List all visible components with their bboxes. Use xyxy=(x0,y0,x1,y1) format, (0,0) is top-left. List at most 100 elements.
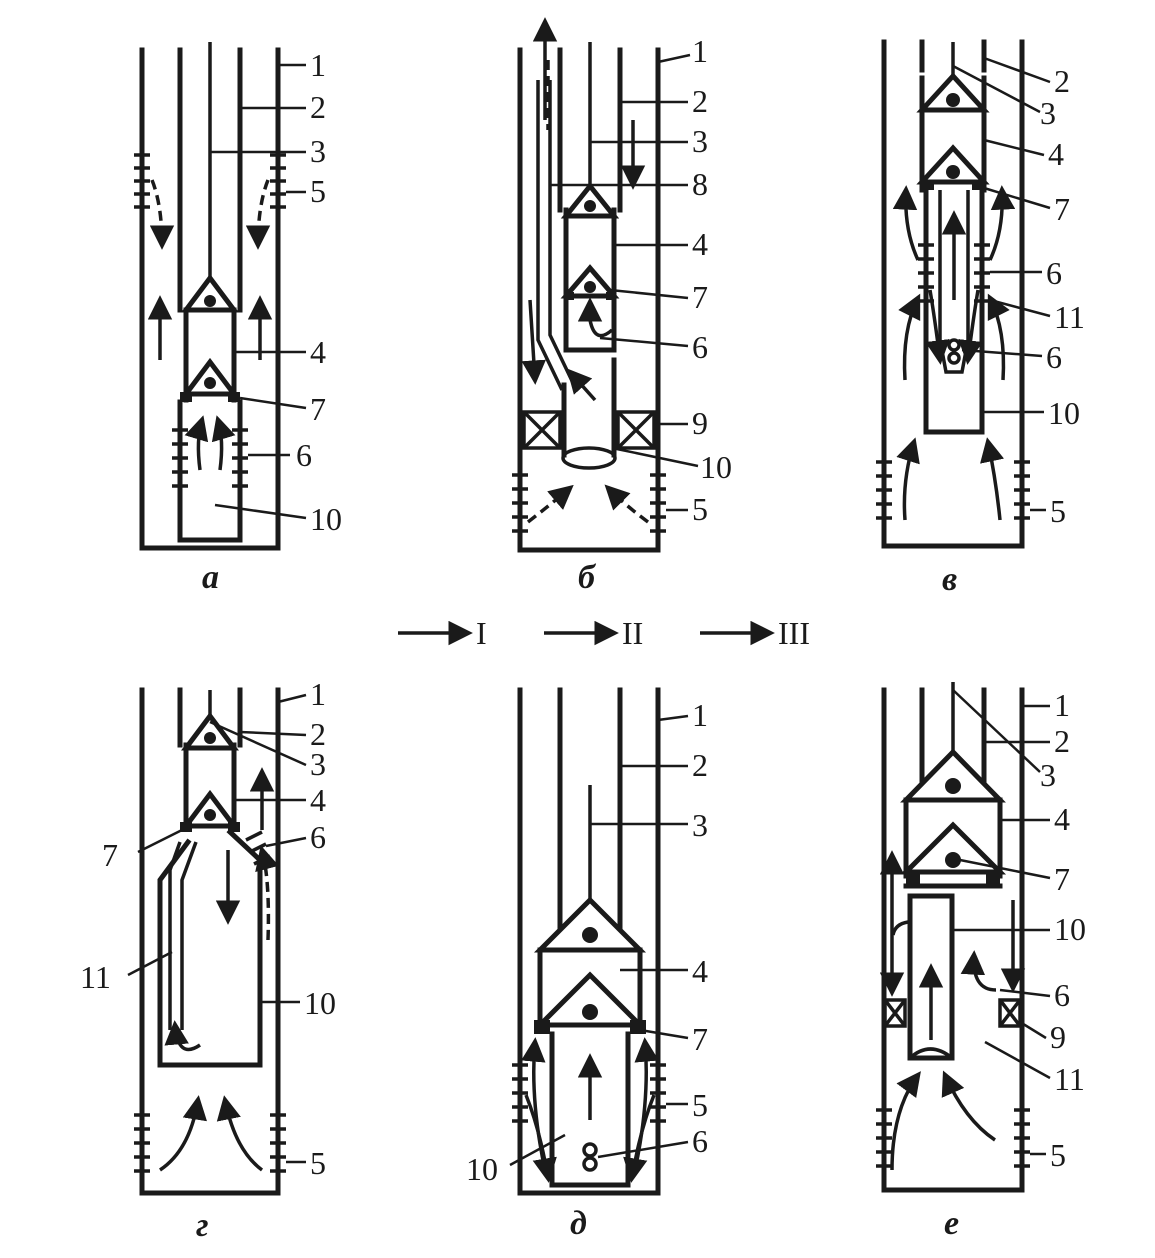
tubing xyxy=(177,47,243,313)
packer-9 xyxy=(883,998,1022,1028)
lower-valve-icon xyxy=(899,821,1007,875)
packer-9 xyxy=(522,410,656,450)
label-b-2: 2 xyxy=(692,83,708,119)
label-g-6: 6 xyxy=(310,819,326,855)
label-a-10: 10 xyxy=(310,501,342,537)
legend-I: I xyxy=(476,615,487,651)
caption-v: в xyxy=(942,561,957,598)
label-e-1: 1 xyxy=(1054,687,1070,723)
label-b-9: 9 xyxy=(692,405,708,441)
chamber-10 xyxy=(923,187,985,435)
flow-arrows xyxy=(879,850,1026,1171)
flow-arrows xyxy=(892,185,1016,521)
chamber-10 xyxy=(549,1031,631,1188)
label-a-7: 7 xyxy=(310,391,326,427)
leader-lines xyxy=(127,693,307,1164)
label-e-6: 6 xyxy=(1054,977,1070,1013)
leader-lines xyxy=(952,689,1051,1156)
label-a-5: 5 xyxy=(310,173,326,209)
leader-lines xyxy=(509,714,689,1167)
label-e-4: 4 xyxy=(1054,801,1070,837)
label-g-7: 7 xyxy=(102,837,118,873)
label-e-9: 9 xyxy=(1050,1019,1066,1055)
label-v-2: 2 xyxy=(1054,63,1070,99)
caption-g: г xyxy=(196,1207,209,1244)
perforations-5 xyxy=(512,473,666,533)
chamber-10 xyxy=(907,893,955,1061)
caption-b: б xyxy=(578,559,597,596)
label-b-1: 1 xyxy=(692,33,708,69)
label-v-6a: 6 xyxy=(1046,255,1062,291)
panel-d: 1 2 3 4 7 5 10 6 д xyxy=(466,687,708,1242)
panel-v: 2 3 4 7 6 11 6 10 5 в xyxy=(876,39,1085,598)
tube-11 xyxy=(168,841,198,1030)
label-a-1: 1 xyxy=(310,47,326,83)
legend-II: II xyxy=(622,615,643,651)
label-v-11: 11 xyxy=(1054,299,1085,335)
label-g-1: 1 xyxy=(310,676,326,712)
label-d-3: 3 xyxy=(692,807,708,843)
legend-III: III xyxy=(778,615,810,651)
label-d-1: 1 xyxy=(692,697,708,733)
label-e-7: 7 xyxy=(1054,861,1070,897)
caption-a: а xyxy=(202,559,219,596)
label-b-4: 4 xyxy=(692,226,708,262)
perforations-5 xyxy=(134,153,286,209)
panel-a: 1 2 3 5 4 7 6 10 а xyxy=(134,42,342,596)
label-v-10: 10 xyxy=(1048,395,1080,431)
perforations-5 xyxy=(134,1113,286,1173)
label-g-10: 10 xyxy=(304,985,336,1021)
label-e-11: 11 xyxy=(1054,1061,1085,1097)
label-d-10: 10 xyxy=(466,1151,498,1187)
label-a-4: 4 xyxy=(310,334,326,370)
label-g-5: 5 xyxy=(310,1145,326,1181)
label-e-2: 2 xyxy=(1054,723,1070,759)
upper-valve-icon xyxy=(181,273,239,313)
label-b-5: 5 xyxy=(692,491,708,527)
label-d-5: 5 xyxy=(692,1087,708,1123)
label-b-7: 7 xyxy=(692,279,708,315)
label-b-6: 6 xyxy=(692,329,708,365)
chamber-10 xyxy=(157,828,263,1068)
perforations-6 xyxy=(172,428,248,488)
perforations-5 xyxy=(512,1063,666,1123)
legend: I II III xyxy=(398,615,810,651)
leader-lines xyxy=(550,53,699,512)
perforations-6 xyxy=(918,243,990,303)
label-g-3: 3 xyxy=(310,746,326,782)
upper-valve-icon xyxy=(533,896,647,953)
perforations-5 xyxy=(876,1108,1030,1168)
leader-lines xyxy=(210,63,307,520)
panel-e: 1 2 3 4 7 10 6 9 11 5 е xyxy=(876,682,1086,1242)
caption-d: д xyxy=(570,1205,587,1242)
label-v-3: 3 xyxy=(1040,95,1056,131)
lower-valve-icon xyxy=(533,971,647,1028)
label-g-4: 4 xyxy=(310,782,326,818)
perforations-5 xyxy=(876,460,1030,520)
label-v-4: 4 xyxy=(1048,136,1064,172)
chamber-10 xyxy=(177,399,243,543)
label-v-7: 7 xyxy=(1054,191,1070,227)
label-a-6: 6 xyxy=(296,437,312,473)
pump-4 xyxy=(916,72,990,193)
casing xyxy=(139,47,281,551)
label-v-5: 5 xyxy=(1050,493,1066,529)
pump-4 xyxy=(180,711,240,832)
label-b-8: 8 xyxy=(692,166,708,202)
long-tube-8 xyxy=(536,80,576,391)
tail-pipe-10 xyxy=(561,357,617,470)
label-b-3: 3 xyxy=(692,123,708,159)
pump-4 xyxy=(899,748,1007,889)
label-g-11: 11 xyxy=(80,959,111,995)
pump-4 xyxy=(181,273,239,403)
label-a-2: 2 xyxy=(310,89,326,125)
label-v-6b: 6 xyxy=(1046,339,1062,375)
flow-arrows xyxy=(521,1037,659,1183)
panel-g: 1 2 3 4 7 6 11 10 5 г xyxy=(80,676,336,1244)
label-d-4: 4 xyxy=(692,953,708,989)
label-d-7: 7 xyxy=(692,1021,708,1057)
label-e-3: 3 xyxy=(1040,757,1056,793)
label-e-10: 10 xyxy=(1054,911,1086,947)
pump-4 xyxy=(533,896,647,1034)
